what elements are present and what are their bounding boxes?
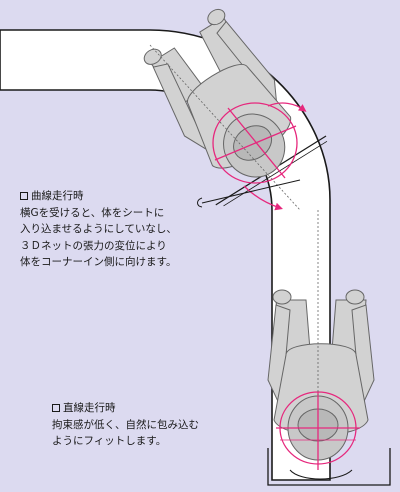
curve-heading-row: 曲線走行時 [20, 188, 177, 205]
straight-line-1: 拘束感が低く、自然に包み込む [52, 418, 199, 431]
curve-line-4: 体をコーナーイン側に向けます。 [20, 256, 177, 268]
curve-caption: 曲線走行時 横Gを受けると、体をシートに 入り込ませるようにしていなし、 ３Ｄネ… [20, 188, 177, 271]
right-hand [345, 289, 365, 305]
rotation-arrow-icon-2 [243, 185, 283, 211]
straight-posture-figure [267, 289, 391, 486]
straight-heading-row: 直線走行時 [52, 400, 199, 417]
square-bullet-icon [20, 192, 28, 200]
curve-line-1: 横Gを受けると、体をシートに [20, 206, 165, 219]
left-hand [272, 289, 292, 305]
curve-line-3: ３Ｄネットの張力の変位により [20, 239, 167, 252]
curve-posture-figure [143, 8, 328, 207]
square-bullet-icon [52, 404, 60, 412]
straight-heading: 直線走行時 [63, 402, 116, 414]
straight-line-2: ようにフィットします。 [52, 435, 167, 447]
seat-outline [267, 448, 391, 486]
curve-pink-guides [212, 102, 307, 211]
curve-line-2: 入り込ませるようにしていなし、 [20, 223, 177, 235]
curve-heading: 曲線走行時 [31, 190, 84, 202]
rotation-arrow-icon [267, 102, 307, 112]
straight-caption: 直線走行時 拘束感が低く、自然に包み込む ようにフィットします。 [52, 400, 199, 450]
